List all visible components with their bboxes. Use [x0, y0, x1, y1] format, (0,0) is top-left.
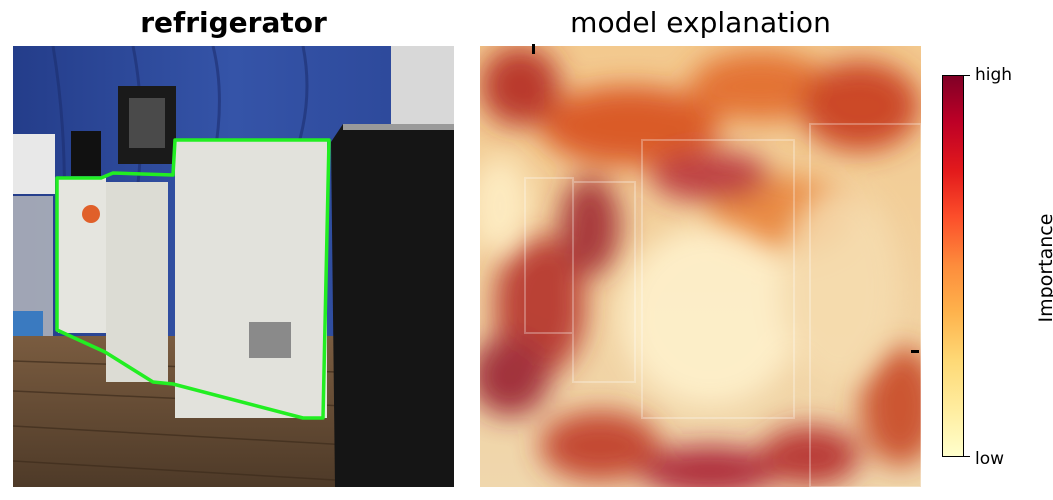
colorbar-tick-low — [963, 456, 970, 457]
edge-mark-right — [911, 350, 919, 353]
small-fridge — [58, 178, 106, 333]
heatmap-panel — [480, 46, 921, 487]
photo-panel — [13, 46, 454, 487]
left-panel-title: refrigerator — [140, 6, 327, 39]
black-flight-case — [331, 124, 454, 487]
chest-freezer — [175, 140, 327, 418]
colorbar-title: Importance — [1035, 213, 1053, 323]
edge-mark-top — [532, 44, 535, 54]
right-panel-title: model explanation — [570, 6, 831, 39]
middle-fridge — [106, 182, 168, 382]
water-jug — [13, 134, 55, 194]
speaker — [71, 131, 101, 176]
colorbar-low-label: low — [975, 449, 1005, 469]
colorbar-high-label: high — [975, 65, 1013, 85]
shelf-unit — [391, 46, 454, 136]
blue-bowl — [13, 311, 43, 336]
segmentation-outline — [55, 138, 331, 420]
refrigerator-photo — [13, 46, 454, 487]
importance-colorbar — [942, 75, 964, 457]
importance-heatmap — [480, 46, 921, 487]
colorbar-tick-high — [963, 75, 970, 76]
